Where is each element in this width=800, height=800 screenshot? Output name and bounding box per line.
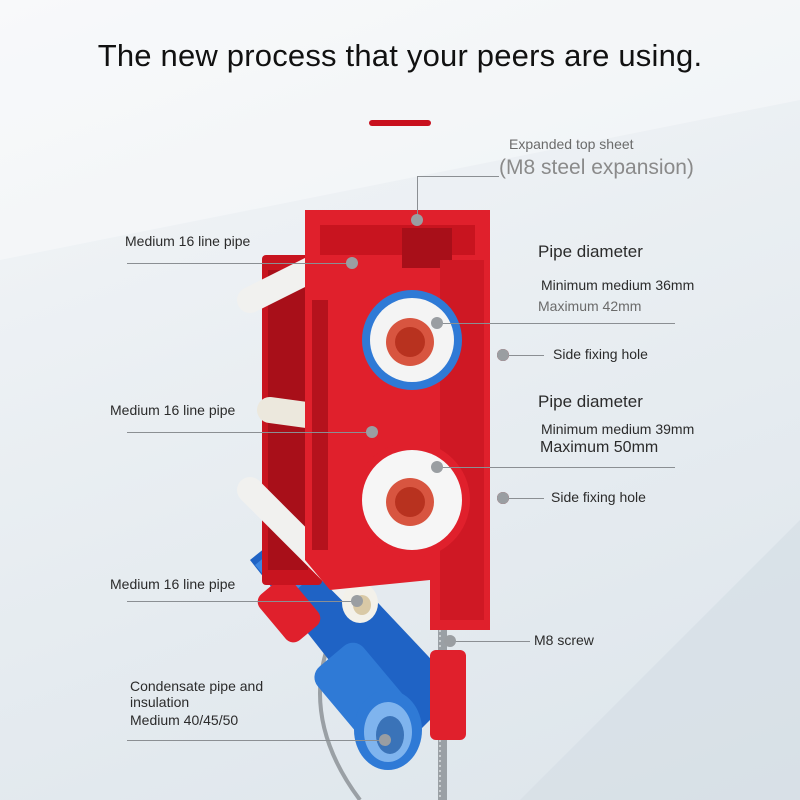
side-hole-upper-leader [504,355,544,356]
lower-diameter-leader [437,467,675,468]
top-sheet-leader [417,176,499,177]
side-hole-lower-label: Side fixing hole [551,489,646,505]
accent-divider [369,120,431,126]
upper-diameter-leader [437,323,675,324]
lower-diameter-dot [431,461,443,473]
upper-diameter-heading: Pipe diameter [538,242,643,261]
condensate-leader [127,740,385,741]
pipe-top-label: Medium 16 line pipe [125,233,251,249]
bracket-front-housing [305,210,509,630]
side-hole-upper-label: Side fixing hole [553,346,648,362]
condensate-size: Medium 40/45/50 [130,712,239,728]
top-sheet-title: Expanded top sheet [509,136,634,152]
upper-min: Minimum medium 36mm [541,277,695,293]
pipe-top-dot [346,257,358,269]
pipe-top-leader [127,263,352,264]
pipe-middle-dot [366,426,378,438]
upper-max: Maximum 42mm [538,298,642,314]
upper-diameter-dot [431,317,443,329]
lower-min: Minimum medium 39mm [541,421,695,437]
top-sheet-dot [411,214,423,226]
headline: The new process that your peers are usin… [97,38,703,73]
screw-leader [450,641,530,642]
condensate-dot [379,734,391,746]
top-sheet-detail: (M8 steel expansion) [499,156,694,179]
side-hole-lower-leader [504,498,544,499]
condensate-line1: Condensate pipe and [130,678,264,694]
pipe-middle-leader [127,432,372,433]
side-hole-lower-dot [497,492,509,504]
upper-insulated-pipe [362,290,462,390]
pipe-bottom-label: Medium 16 line pipe [110,576,236,592]
condensate-line2: insulation [130,694,190,710]
lower-diameter-heading: Pipe diameter [538,392,643,411]
pipe-bottom-leader [127,601,357,602]
screw-dot [444,635,456,647]
lower-insulated-pipe [354,442,470,558]
side-hole-upper-dot [497,349,509,361]
top-sheet-leader-vertical [417,176,418,220]
screw-label: M8 screw [534,632,594,648]
lower-max: Maximum 50mm [540,439,659,456]
pipe-middle-label: Medium 16 line pipe [110,402,236,418]
pipe-bottom-dot [351,595,363,607]
